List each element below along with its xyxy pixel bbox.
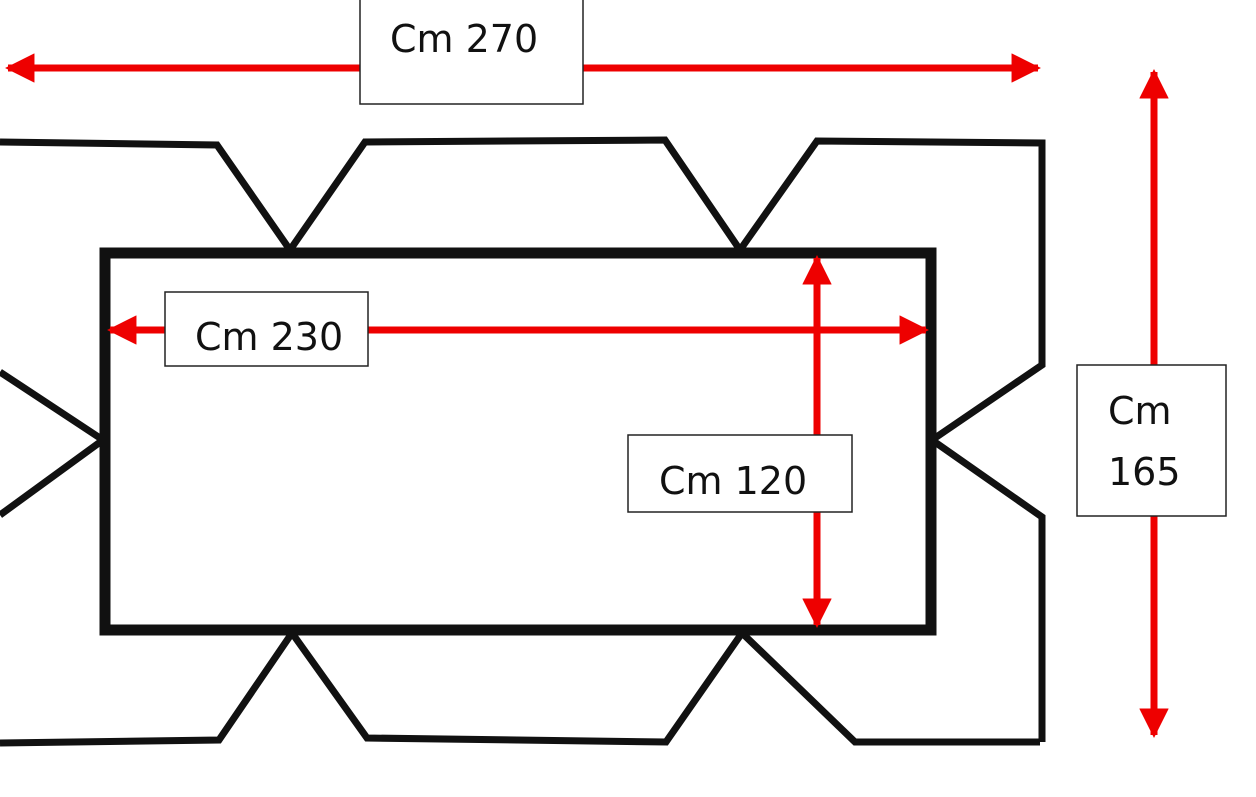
outer-width-label: Cm 270 — [359, 0, 584, 105]
outer-height-label: Cm 165 — [1076, 364, 1227, 517]
outer-height-label-line1: Cm — [1108, 389, 1172, 433]
outer-height-label-line2: 165 — [1108, 450, 1181, 494]
outer-outline-top — [0, 136, 1046, 742]
inner-rectangle — [99, 247, 937, 636]
outer-width-label-text: Cm 270 — [390, 17, 538, 61]
outer-outline-bottom — [0, 626, 1040, 747]
outer-height-label-box — [1076, 364, 1227, 517]
outer-outline-left — [0, 369, 110, 518]
inner-height-label-box — [627, 434, 853, 513]
inner-width-label-box — [164, 291, 369, 367]
inner-width-label: Cm 230 — [164, 291, 369, 367]
outer-outline — [0, 136, 1046, 747]
outer-width-label-box — [359, 0, 584, 105]
inner-height-label-text: Cm 120 — [659, 459, 807, 503]
inner-width-label-text: Cm 230 — [195, 315, 343, 359]
inner-height-label: Cm 120 — [627, 434, 853, 513]
